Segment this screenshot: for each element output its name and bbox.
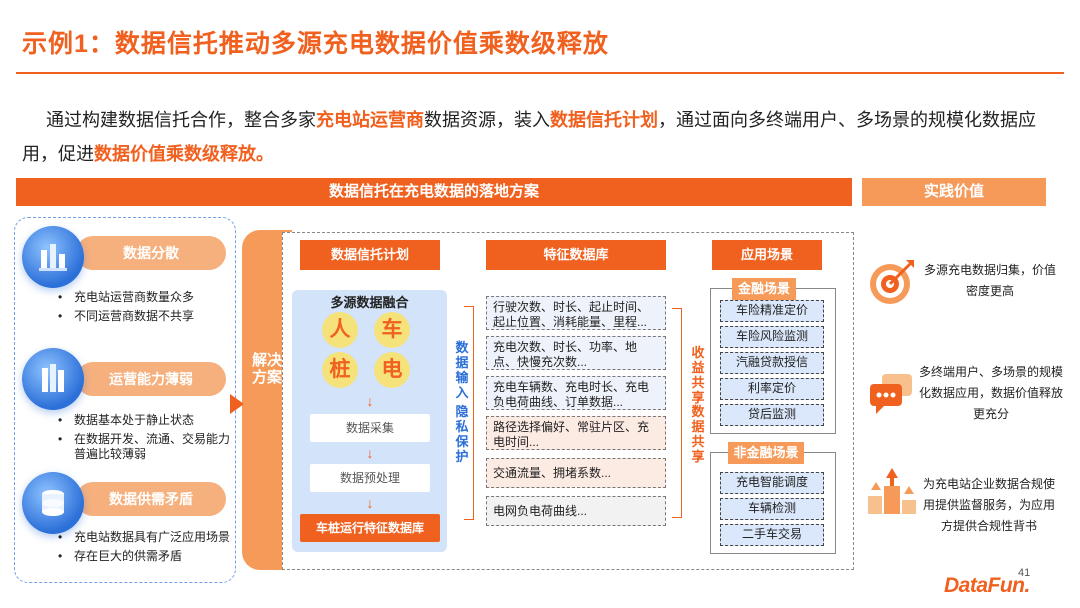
- bullet-item: 在数据开发、流通、交易能力普遍比较薄弱: [56, 432, 232, 462]
- circle-pile: 桩: [322, 352, 358, 388]
- feature-box: 路径选择偏好、常驻片区、充电时间...: [486, 416, 666, 450]
- solution-label: 解决方案: [252, 352, 283, 386]
- bullet-item: 不同运营商数据不共享: [56, 309, 226, 324]
- label-revenue-share: 收益共享: [691, 345, 705, 405]
- intro-text-1: 通过构建数据信托合作，整合多家: [46, 110, 316, 130]
- step-data-collection: 数据采集: [310, 414, 430, 442]
- datafun-logo: DataFun.: [944, 574, 1030, 597]
- building-chart-icon: [22, 226, 84, 288]
- value-text-2: 多终端用户、多场景的规模化数据应用，数据价值释放更充分: [918, 365, 1063, 421]
- scene-item: 汽融贷款授信: [720, 352, 824, 374]
- scene-item: 二手车交易: [720, 524, 824, 546]
- feature-box: 电网负电荷曲线...: [486, 496, 666, 526]
- scene-item: 利率定价: [720, 378, 824, 400]
- fusion-title: 多源数据融合: [330, 295, 409, 310]
- column-header-trust-plan: 数据信托计划: [300, 240, 440, 270]
- arrow-right-icon: [230, 394, 244, 414]
- issue-bullets-1: 充电站运营商数量众多 不同运营商数据不共享: [56, 290, 226, 328]
- issue-bullets-2: 数据基本处于静止状态 在数据开发、流通、交易能力普遍比较薄弱: [56, 413, 232, 466]
- column-header-app-scene: 应用场景: [712, 240, 822, 270]
- nonfinance-scene-tag: 非金融场景: [728, 442, 804, 464]
- label-data-input: 数据输入: [455, 340, 469, 400]
- feature-box: 充电车辆数、充电时长、充电负电荷曲线、订单数据...: [486, 376, 666, 410]
- label-data-share: 数据共享: [691, 404, 705, 464]
- intro-highlight-trust-plan: 数据信托计划: [550, 110, 658, 130]
- scene-item: 贷后监测: [720, 404, 824, 426]
- issue-pill-data-scattered: 数据分散: [76, 236, 226, 270]
- intro-paragraph: 通过构建数据信托合作，整合多家充电站运营商数据资源，装入数据信托计划，通过面向多…: [22, 103, 1062, 171]
- input-bracket: [464, 306, 474, 520]
- feature-box: 交通流量、拥堵系数...: [486, 458, 666, 488]
- bullet-item: 充电站数据具有广泛应用场景: [56, 530, 232, 545]
- feature-box: 充电次数、时长、功率、地点、快慢充次数...: [486, 336, 666, 370]
- value-band: 实践价值: [862, 178, 1046, 206]
- intro-text-3: ，通过面向多终端用户、多场景的规模化数据应用，促进: [22, 110, 1036, 164]
- bullet-item: 存在巨大的供需矛盾: [56, 549, 232, 564]
- down-arrow-icon: ↓: [366, 445, 374, 461]
- step-preprocessing: 数据预处理: [310, 464, 430, 492]
- scene-item: 车险精准定价: [720, 300, 824, 322]
- issue-bullets-3: 充电站数据具有广泛应用场景 存在巨大的供需矛盾: [56, 530, 232, 568]
- page-title: 示例1：数据信托推动多源充电数据价值乘数级释放: [22, 30, 609, 58]
- output-bracket: [672, 308, 682, 518]
- final-feature-db: 车桩运行特征数据库: [300, 514, 440, 542]
- page-number: 41: [1018, 567, 1031, 579]
- down-arrow-icon: ↓: [366, 495, 374, 511]
- down-arrow-icon: ↓: [366, 393, 374, 409]
- solution-band: 数据信托在充电数据的落地方案: [16, 178, 852, 206]
- issue-pill-supply-demand: 数据供需矛盾: [76, 482, 226, 516]
- circle-person: 人: [322, 312, 358, 348]
- intro-text-2: 数据资源，装入: [424, 110, 550, 130]
- intro-highlight-value: 数据价值乘数级释放。: [94, 144, 274, 164]
- finance-scene-tag: 金融场景: [732, 278, 796, 300]
- bullet-item: 充电站运营商数量众多: [56, 290, 226, 305]
- scene-item: 充电智能调度: [720, 472, 824, 494]
- issue-pill-weak-operations: 运营能力薄弱: [76, 362, 226, 396]
- label-privacy: 隐私保护: [455, 404, 469, 464]
- circle-electric: 电: [374, 352, 410, 388]
- feature-box: 行驶次数、时长、起止时间、起止位置、消耗能量、里程...: [486, 296, 666, 330]
- server-towers-icon: [22, 348, 84, 410]
- scene-item: 车辆检测: [720, 498, 824, 520]
- circle-vehicle: 车: [374, 312, 410, 348]
- podium-icon: [866, 466, 918, 518]
- column-header-feature-db: 特征数据库: [486, 240, 666, 270]
- scene-item: 车险风险监测: [720, 326, 824, 348]
- intro-highlight-operators: 充电站运营商: [316, 110, 424, 130]
- target-icon: [866, 256, 918, 308]
- value-text-1: 多源充电数据归集，价值密度更高: [923, 263, 1056, 298]
- bullet-item: 数据基本处于静止状态: [56, 413, 232, 428]
- title-divider: [16, 72, 1064, 74]
- value-text-3: 为充电站企业数据合规使用提供监督服务，为应用方提供合规性背书: [922, 477, 1055, 533]
- chat-bubble-icon: [866, 368, 918, 420]
- database-stack-icon: [22, 472, 84, 534]
